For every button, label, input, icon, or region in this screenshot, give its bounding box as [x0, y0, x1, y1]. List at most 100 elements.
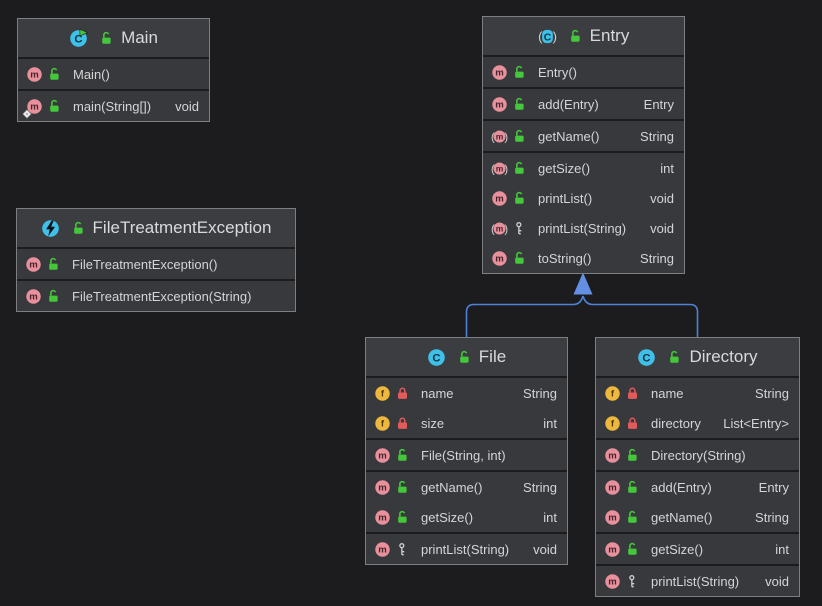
svg-text:): ) — [552, 28, 556, 43]
class-icon: C — [637, 348, 656, 367]
svg-text:m: m — [30, 69, 39, 80]
member-row[interactable]: m Entry() — [483, 57, 684, 87]
member-section: m File(String, int) — [366, 440, 567, 472]
member-row[interactable]: ( m ) getSize()int — [483, 153, 684, 183]
svg-text:m: m — [495, 99, 504, 110]
member-signature: Entry() — [538, 64, 577, 80]
member-row[interactable]: m printList(String)void — [366, 534, 567, 564]
member-return-type: String — [755, 385, 789, 401]
svg-text:): ) — [504, 163, 508, 175]
public-visibility-icon — [512, 161, 527, 176]
runnable-class-icon: C — [69, 28, 89, 48]
svg-text:f: f — [611, 418, 615, 429]
method-icon: m — [22, 98, 43, 119]
member-return-type: int — [543, 415, 557, 431]
member-row[interactable]: m getName()String — [366, 472, 567, 502]
member-signature: getName() — [651, 509, 713, 525]
class-title-bar[interactable]: C Main — [18, 19, 209, 59]
member-row[interactable]: m getSize()int — [596, 534, 799, 564]
inheritance-arrow-icon[interactable] — [573, 272, 593, 295]
member-row[interactable]: f name String — [596, 378, 799, 408]
class-node-main[interactable]: C Main m Main() m main(String[])void — [17, 18, 210, 122]
protected-visibility-icon — [512, 221, 527, 236]
svg-text:C: C — [543, 32, 551, 43]
svg-text:m: m — [495, 67, 504, 78]
inheritance-edge-file-to-entry[interactable] — [465, 295, 584, 337]
member-row[interactable]: m getSize()int — [366, 502, 567, 532]
method-icon: m — [491, 250, 508, 267]
svg-text:m: m — [608, 450, 617, 461]
svg-text:m: m — [496, 131, 504, 141]
member-signature: FileTreatmentException(String) — [72, 288, 252, 304]
member-section: m printList(String)void — [596, 566, 799, 596]
member-row[interactable]: m toString()String — [483, 243, 684, 273]
method-icon: m — [25, 288, 42, 305]
member-row[interactable]: m Main() — [18, 59, 209, 89]
svg-text:C: C — [432, 352, 440, 364]
class-name: FileTreatmentException — [92, 218, 272, 237]
class-title-bar[interactable]: C File — [366, 338, 567, 378]
svg-text:m: m — [29, 291, 38, 302]
class-node-file-treatment-exception[interactable]: FileTreatmentException m FileTreatmentEx… — [16, 208, 296, 312]
member-row[interactable]: m add(Entry)Entry — [596, 472, 799, 502]
member-section: ( m ) getName()String — [483, 121, 684, 153]
method-icon: m — [491, 190, 508, 207]
field-icon: f — [604, 385, 621, 402]
public-visibility-icon — [512, 251, 527, 266]
member-signature: name — [651, 385, 684, 401]
member-return-type: void — [650, 190, 674, 206]
member-return-type: String — [755, 509, 789, 525]
member-row[interactable]: m printList()void — [483, 183, 684, 213]
method-icon: m — [25, 256, 42, 273]
member-row[interactable]: m add(Entry)Entry — [483, 89, 684, 119]
member-signature: Directory(String) — [651, 447, 746, 463]
public-visibility-icon — [457, 350, 472, 365]
class-title-bar[interactable]: ( C ) Entry — [483, 17, 684, 57]
member-row[interactable]: m FileTreatmentException(String) — [17, 281, 295, 311]
svg-text:(: ( — [491, 163, 495, 175]
class-title-bar[interactable]: C Directory — [596, 338, 799, 378]
member-signature: printList(String) — [421, 541, 510, 557]
member-row[interactable]: m main(String[])void — [18, 91, 209, 121]
member-row[interactable]: m Directory(String) — [596, 440, 799, 470]
public-visibility-icon — [512, 129, 527, 144]
member-row[interactable]: ( m ) getName()String — [483, 121, 684, 151]
member-section: m add(Entry)Entry m getName() String — [596, 472, 799, 534]
public-visibility-icon — [46, 257, 61, 272]
member-section: m FileTreatmentException(String) — [17, 281, 295, 311]
member-row[interactable]: m printList(String)void — [596, 566, 799, 596]
private-visibility-icon — [395, 416, 410, 431]
method-icon: m — [604, 479, 621, 496]
public-visibility-icon — [47, 99, 62, 114]
public-visibility-icon — [625, 510, 640, 525]
svg-text:m: m — [608, 512, 617, 523]
member-row[interactable]: ( m ) printList(String)void — [483, 213, 684, 243]
class-node-entry[interactable]: ( C ) Entry m Entry() m add(Entry)Entry(… — [482, 16, 685, 274]
class-title-bar[interactable]: FileTreatmentException — [17, 209, 295, 249]
member-signature: directory — [651, 415, 701, 431]
public-visibility-icon — [512, 191, 527, 206]
member-row[interactable]: m FileTreatmentException() — [17, 249, 295, 279]
member-row[interactable]: m File(String, int) — [366, 440, 567, 470]
inheritance-edge-directory-to-entry[interactable] — [582, 295, 699, 337]
member-signature: add(Entry) — [538, 96, 599, 112]
public-visibility-icon — [47, 67, 62, 82]
method-icon: m — [26, 66, 43, 83]
member-section: m getName()String m getSize()int — [366, 472, 567, 534]
member-row[interactable]: m getName() String — [596, 502, 799, 532]
method-abstract-icon: ( m ) — [491, 160, 508, 177]
svg-text:(: ( — [538, 28, 543, 43]
member-signature: printList(String) — [538, 220, 627, 236]
method-icon: m — [604, 541, 621, 558]
method-icon: m — [604, 573, 621, 590]
private-visibility-icon — [625, 416, 640, 431]
method-icon: m — [491, 96, 508, 113]
